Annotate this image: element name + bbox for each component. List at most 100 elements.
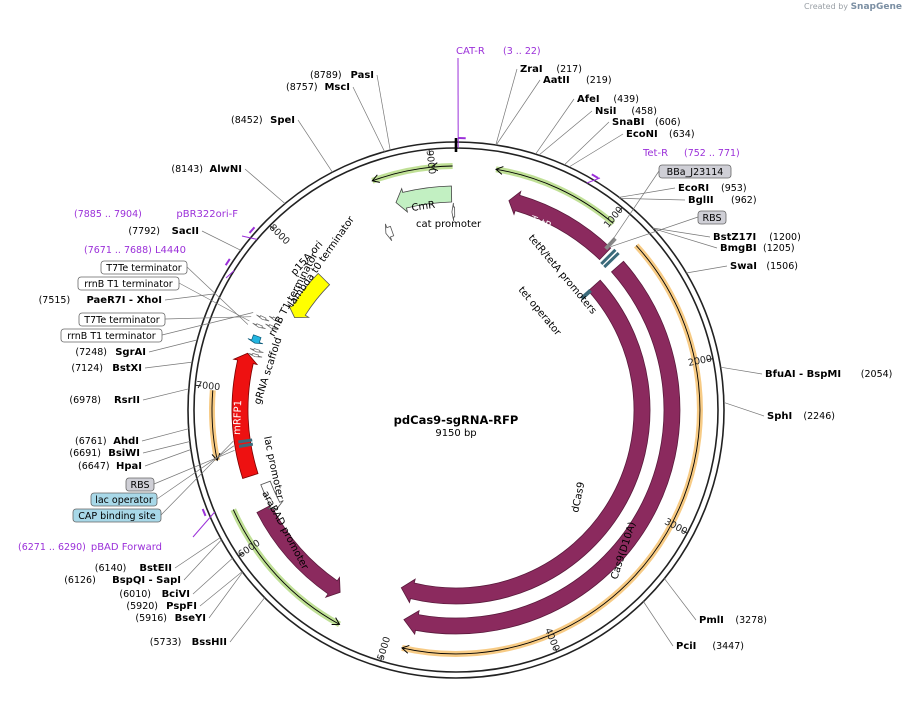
site-leader-ecori (619, 187, 676, 198)
box-label-bba-j23114: BBa_J23114 (667, 167, 724, 178)
cmr-annotation-arc (372, 166, 433, 182)
box-leader-rbs (153, 449, 235, 485)
cas9-annotation-arc (401, 245, 701, 655)
site-pos-bspqi-sapi: (6126) (64, 575, 96, 586)
tick-label-8000: 8000 (267, 222, 292, 247)
site-name-hpai: HpaI (116, 461, 142, 472)
site-pos-pspfi: (5920) (126, 601, 158, 612)
tick-mark-6000 (238, 552, 244, 557)
tetr-annotation-arc (495, 168, 614, 224)
box-rrnb-t1-terminator (77, 276, 180, 291)
tick-label-9000: 9000 (424, 150, 437, 175)
primer-leader-pbad-forward (192, 511, 216, 538)
site-leader-sacii (201, 230, 241, 251)
tick-mark-8000 (269, 225, 275, 231)
site-pos-afei: (439) (613, 94, 639, 105)
site-pos-pasi: (8789) (310, 70, 342, 81)
site-name-sgrai: SgrAI (115, 347, 146, 358)
site-pos-bstz17i: (1200) (769, 232, 801, 243)
site-name-bstz17i: BstZ17I (713, 232, 756, 243)
lambda-t0-arrow (385, 223, 395, 242)
box-label-lac-operator: lac operator (95, 495, 153, 506)
site-name-rsrii: RsrII (114, 395, 140, 406)
site-pos-bsshii: (5733) (150, 637, 182, 648)
primer-leader-pbr322ori-f (241, 235, 258, 240)
watermark-created-by: Created by (804, 2, 849, 11)
site-leader-bstxi (144, 361, 193, 369)
site-pos-bcivi: (6010) (119, 589, 151, 600)
cmr-annotation-arc-head (371, 174, 380, 183)
site-name-snabi: SnaBI (612, 117, 644, 128)
site-name-alwni: AlwNI (210, 164, 243, 175)
site-leader-zrai (495, 68, 518, 146)
site-leader-pasi (376, 74, 391, 151)
site-leader-bsshii (229, 597, 265, 643)
site-leader-sgrai (148, 339, 198, 353)
site-name-pasi: PasI (351, 70, 374, 81)
site-name-bfuai-bspmi: BfuAI - BspMI (765, 369, 841, 380)
box-leader-t7te-terminator (164, 316, 252, 320)
terminator-glyph (256, 314, 270, 322)
site-leader-bfuai-bspmi (720, 366, 763, 375)
primer-mark-tet-r (591, 173, 599, 179)
site-leader-bseyi (208, 571, 243, 619)
box-label-rbs: RBS (703, 213, 722, 224)
site-leader-msci (352, 86, 385, 152)
primer-mark-pbr322ori-f (248, 226, 256, 234)
site-pos-paer7i-xhoi: (7515) (39, 295, 71, 306)
site-name-paer7i-xhoi: PaeR7I - XhoI (86, 295, 162, 306)
site-pos-sphi: (2246) (803, 411, 835, 422)
site-name-ecori: EcoRI (678, 183, 709, 194)
site-leader-bmgbi (653, 228, 718, 249)
site-name-pspfi: PspFI (166, 601, 197, 612)
site-pos-nsii: (458) (631, 106, 657, 117)
site-leader-pcii (643, 601, 674, 647)
site-name-swai: SwaI (730, 261, 757, 272)
site-name-sacii: SacII (172, 226, 199, 237)
site-leader-spei (297, 119, 333, 173)
box-rbs (697, 210, 727, 225)
site-leader-bsteii (174, 537, 221, 569)
arac-arrow (256, 504, 341, 598)
lac-operator-glyph (238, 442, 254, 448)
feature-label-tet-operator: tet operator (516, 285, 564, 339)
site-pos-bfuai-bspmi: (2054) (861, 369, 893, 380)
box-leader-bba-j23114 (608, 170, 660, 246)
plasmid-size: 9150 bp (435, 428, 476, 439)
site-pos-econi: (634) (669, 129, 695, 140)
primer-mark-l4440 (224, 258, 231, 266)
box-cap-binding-site (72, 508, 162, 523)
site-leader-bsiwi (142, 441, 190, 454)
box-label-rbs: RBS (131, 480, 150, 491)
primer-name-cat-r: CAT-R (456, 46, 485, 57)
feature-label-mrfp1: mRFP1 (232, 400, 244, 435)
site-name-bsshii: BssHII (192, 637, 227, 648)
box-bba-j23114 (658, 164, 732, 179)
tick-mark-9000 (428, 149, 431, 156)
site-pos-aatii: (219) (586, 75, 612, 86)
primer-range-pbad-forward: (6271 .. 6290) (18, 542, 86, 553)
lac-operator-glyph (238, 438, 253, 444)
mrfp-annotation-arc (211, 390, 218, 461)
tick-mark-1000 (617, 207, 623, 213)
site-leader-swai (686, 265, 728, 274)
site-leader-bglii (620, 198, 686, 201)
feature-label-dcas9: dCas9 (570, 481, 587, 514)
feature-arrows-layer (231, 185, 681, 636)
box-leader-lac-operator (156, 445, 235, 500)
primer-name-l4440: L4440 (155, 245, 186, 256)
box-label-rrnb-t1-terminator: rrnB T1 terminator (84, 279, 172, 290)
site-pos-swai: (1506) (766, 261, 798, 272)
site-pos-bstxi: (7124) (71, 363, 103, 374)
site-pos-bsteii: (6140) (95, 563, 127, 574)
site-leader-hpai (144, 449, 192, 467)
site-leader-sphi (723, 402, 765, 417)
box-t7te-terminator (100, 260, 188, 275)
site-name-bspqi-sapi: BspQI - SapI (112, 575, 181, 586)
site-name-afei: AfeI (577, 94, 600, 105)
site-name-bsiwi: BsiWI (108, 448, 140, 459)
site-leader-pspfi (199, 571, 243, 607)
terminator-glyph (252, 322, 266, 330)
primer-range-cat-r: (3 .. 22) (503, 46, 541, 57)
dcas9-arrow (400, 279, 651, 605)
